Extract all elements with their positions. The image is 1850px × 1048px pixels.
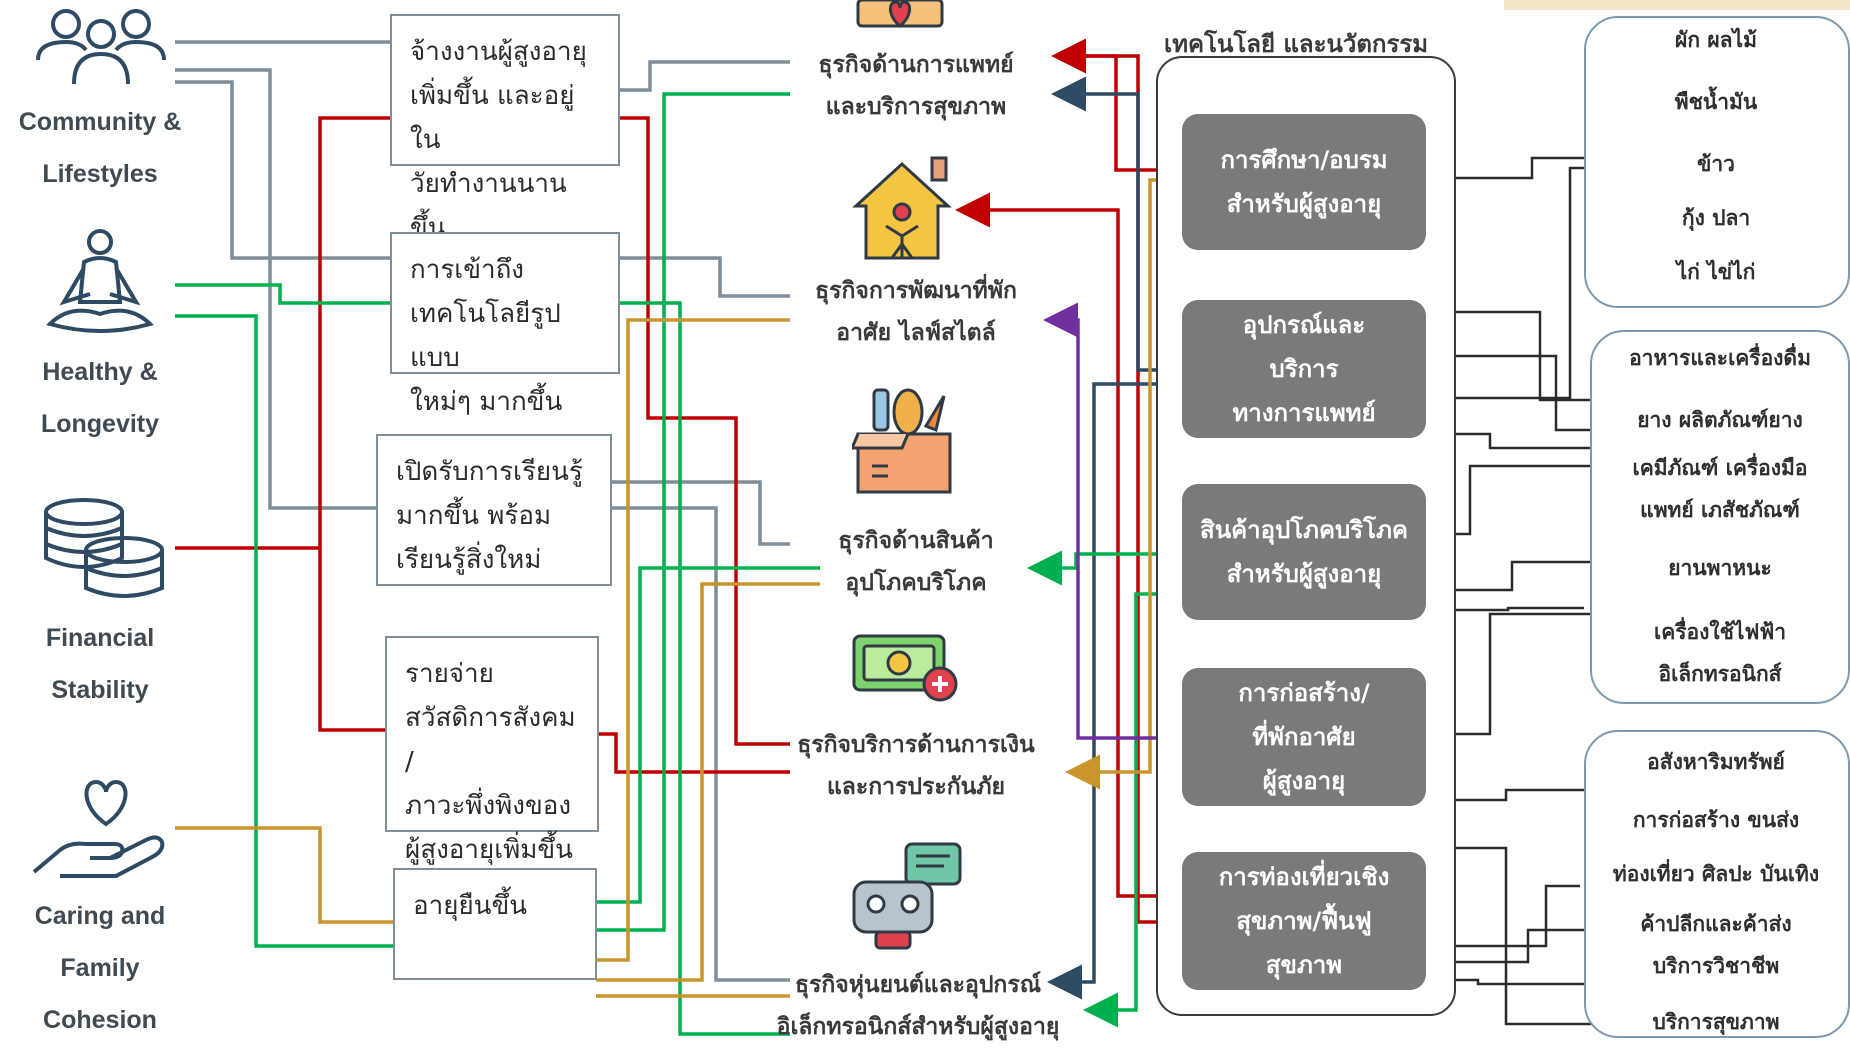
trend-learning: เปิดรับการเรียนรู้มากขึ้น พร้อมเรียนรู้ส… xyxy=(376,434,612,586)
sector-item: ยาง ผลิตภัณฑ์ยาง xyxy=(1637,408,1803,432)
sector-item: การก่อสร้าง ขนส่ง xyxy=(1632,808,1800,832)
sector-group-services xyxy=(1584,730,1850,1038)
grocery-box-icon xyxy=(849,386,956,500)
sector-group-agriculture xyxy=(1584,16,1850,308)
business-medical: ธุรกิจด้านการแพทย์และบริการสุขภาพ xyxy=(818,52,1014,120)
medical-heart-icon xyxy=(852,0,948,38)
sector-item: ค้าปลีกและค้าส่ง xyxy=(1640,912,1792,936)
business-robotics: ธุรกิจหุ่นยนต์และอุปกรณ์อิเล็กทรอนิกส์สำ… xyxy=(776,972,1060,1040)
trend-welfare-spending: รายจ่ายสวัสดิการสังคม /ภาวะพึ่งพิงของผู้… xyxy=(385,636,599,865)
sector-item: บริการวิชาชีพ xyxy=(1652,954,1780,978)
business-housing: ธุรกิจการพัฒนาที่พักอาศัย ไลฟ์สไตล์ xyxy=(815,278,1017,346)
robot-chat-icon xyxy=(848,842,964,956)
tech-health-tourism: การท่องเที่ยวเชิงสุขภาพ/ฟื้นฟูสุขภาพ xyxy=(1182,852,1426,990)
theme-healthy: Healthy &Longevity xyxy=(40,358,160,438)
sector-item: ข้าว xyxy=(1697,152,1735,176)
money-plus-icon xyxy=(852,632,962,708)
tech-consumer-products: สินค้าอุปโภคบริโภคสำหรับผู้สูงอายุ xyxy=(1182,484,1426,620)
corner-accent xyxy=(1504,0,1850,10)
tech-education: การศึกษา/อบรมสำหรับผู้สูงอายุ xyxy=(1182,114,1426,250)
tech-construction-housing: การก่อสร้าง/ที่พักอาศัยผู้สูงอายุ xyxy=(1182,668,1426,806)
house-person-icon xyxy=(852,154,952,268)
tech-column-title: เทคโนโลยี และนวัตกรรม xyxy=(1164,30,1429,58)
sector-item: กุ้ง ปลา xyxy=(1681,206,1751,230)
trend-employment: จ้างงานผู้สูงอายุเพิ่มขึ้น และอยู่ในวัยท… xyxy=(390,14,620,243)
meditation-person-icon xyxy=(40,228,160,342)
sector-item: ยานพาหนะ xyxy=(1668,556,1772,580)
sector-item: อสังหาริมทรัพย์ xyxy=(1647,750,1785,774)
theme-community: Community &Lifestyles xyxy=(18,108,182,188)
sector-item: บริการสุขภาพ xyxy=(1652,1010,1780,1034)
tech-medical-devices: อุปกรณ์และบริการทางการแพทย์ xyxy=(1182,300,1426,438)
trend-technology-access: การเข้าถึงเทคโนโลยีรูปแบบใหม่ๆ มากขึ้น xyxy=(390,232,620,417)
sector-group-manufacturing xyxy=(1590,330,1850,704)
sector-item: ผัก ผลไม้ xyxy=(1675,28,1757,52)
caring-hand-heart-icon xyxy=(30,772,170,882)
business-finance-insurance: ธุรกิจบริการด้านการเงินและการประกันภัย xyxy=(797,732,1035,800)
sector-item: เคมีภัณฑ์ เครื่องมือ xyxy=(1632,456,1808,480)
sector-item: พืชน้ำมัน xyxy=(1674,90,1758,114)
trend-longevity: อายุยืนขึ้น xyxy=(393,868,597,980)
sector-item: อิเล็กทรอนิกส์ xyxy=(1658,662,1782,686)
sector-item: ไก่ ไข่ไก่ xyxy=(1676,260,1756,284)
business-consumer-goods: ธุรกิจด้านสินค้าอุปโภคบริโภค xyxy=(838,528,994,596)
coins-stack-icon xyxy=(38,496,168,608)
sector-item: เครื่องใช้ไฟฟ้า xyxy=(1654,620,1786,644)
community-people-icon xyxy=(34,4,168,90)
sector-item: อาหารและเครื่องดื่ม xyxy=(1629,346,1811,370)
sector-item: ท่องเที่ยว ศิลปะ บันเทิง xyxy=(1612,862,1820,886)
sector-item: แพทย์ เภสัชภัณฑ์ xyxy=(1640,498,1800,522)
